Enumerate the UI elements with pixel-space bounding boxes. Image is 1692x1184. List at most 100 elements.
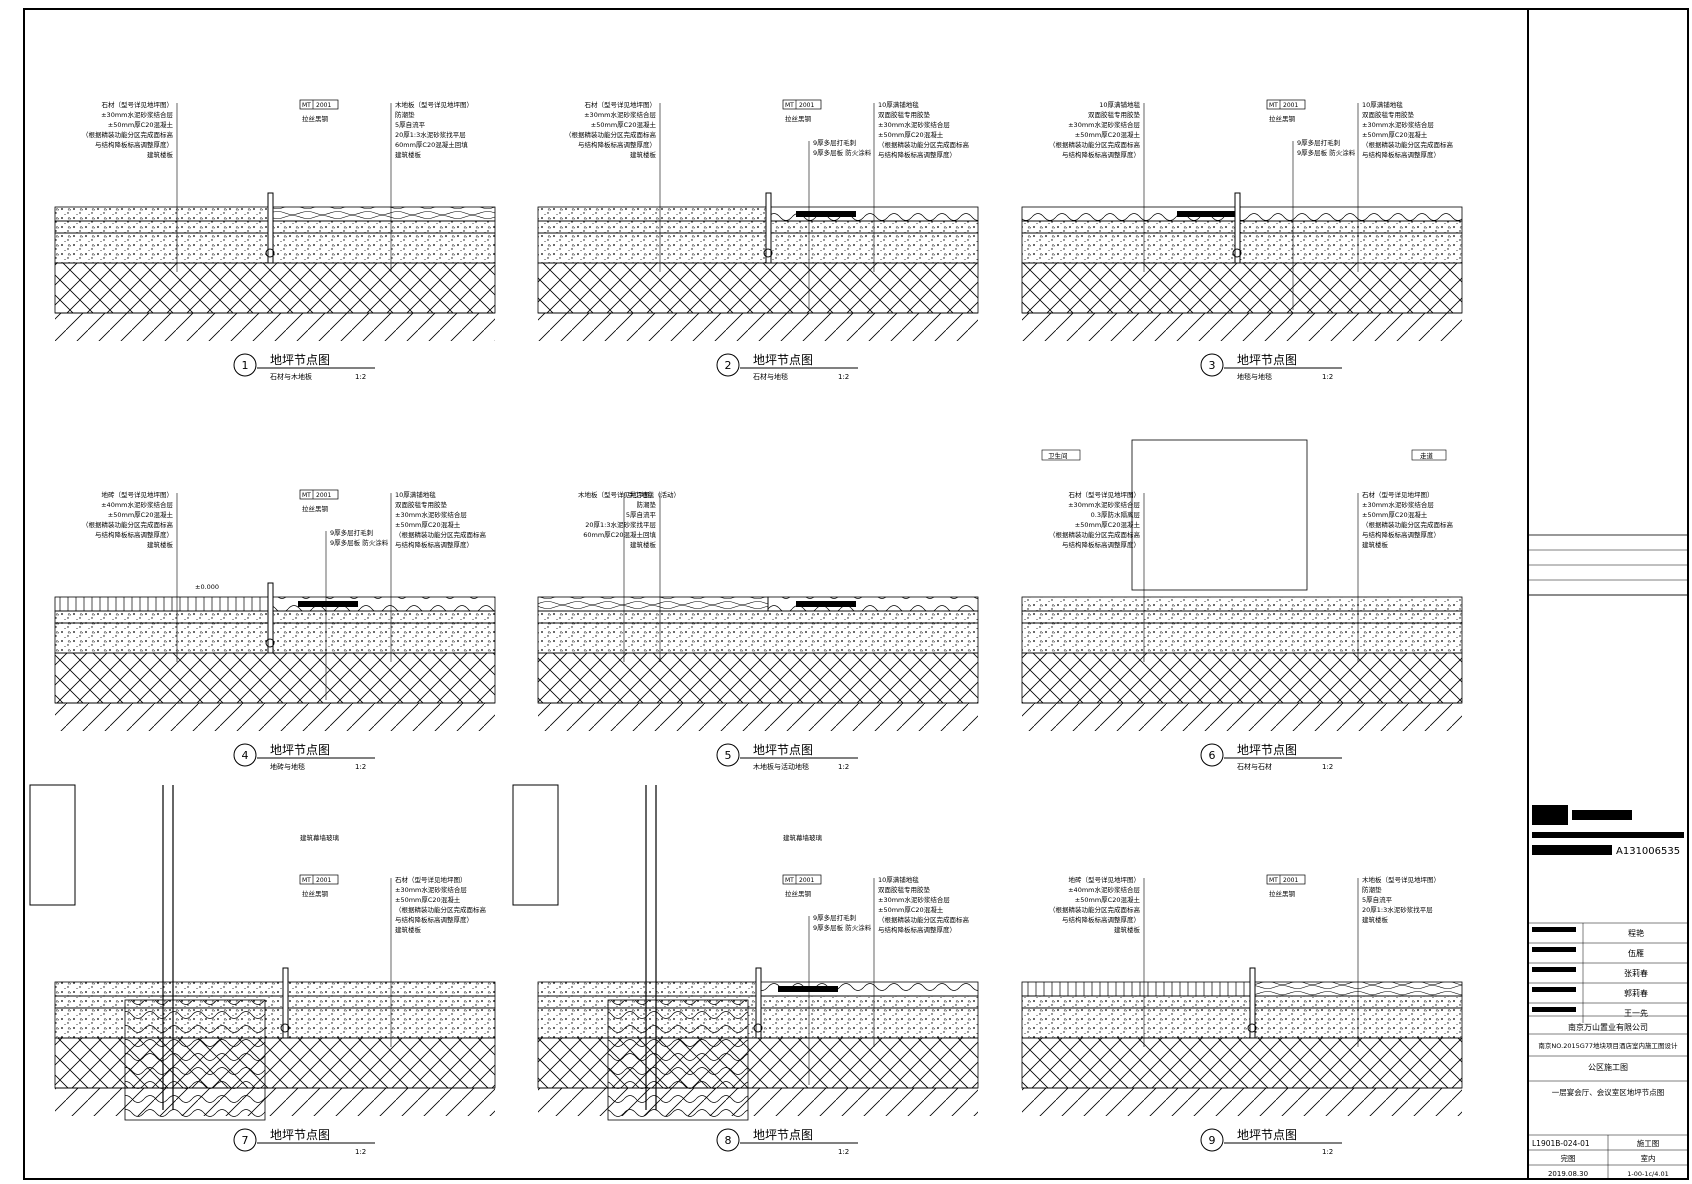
right-label: 60mm厚C20混凝土回填 bbox=[395, 140, 468, 149]
detail-title: 地坪节点图 bbox=[753, 1128, 813, 1142]
company-name-graphic bbox=[1572, 810, 1632, 820]
concrete-layer bbox=[54, 1037, 496, 1089]
mid-label: 9厚多层板 防火涂料 bbox=[813, 923, 872, 932]
area: 公区施工图 bbox=[1588, 1062, 1628, 1072]
steel-profile bbox=[1234, 192, 1241, 264]
detail-scale: 1:2 bbox=[355, 1148, 366, 1156]
level-mark: ±0.000 bbox=[195, 583, 219, 591]
company-address-graphic bbox=[1532, 832, 1684, 838]
right-label: 双面胶毯专用胶垫 bbox=[878, 885, 931, 894]
material-code-prefix: MT bbox=[785, 102, 794, 109]
finish-layer-right bbox=[269, 206, 496, 222]
left-label: ±50mm厚C20混凝土 bbox=[1075, 895, 1141, 904]
reviewer-role-graphic bbox=[1532, 927, 1576, 932]
right-label: 20厚1:3水泥砂浆找平层 bbox=[395, 130, 466, 139]
right-label: （根据精装功能分区完成面标高 bbox=[878, 140, 970, 149]
finish-layer bbox=[1021, 596, 1463, 612]
anchor-bolt bbox=[1247, 1023, 1257, 1033]
left-label: 与结构降板标高调整厚度） bbox=[1062, 915, 1140, 924]
left-label: ±50mm厚C20混凝土 bbox=[108, 510, 174, 519]
finish-layer-right bbox=[1251, 981, 1463, 997]
detail-number: 4 bbox=[242, 749, 249, 762]
right-label: 与结构降板标高调整厚度） bbox=[1362, 530, 1440, 539]
leader: 王一先 bbox=[1624, 1008, 1648, 1018]
finish-layer-left bbox=[54, 206, 271, 222]
left-label: 20厚1:3水泥砂浆找平层 bbox=[585, 520, 656, 529]
right-label: 防潮垫 bbox=[1362, 885, 1382, 894]
right-label: 10厚满铺地毯 bbox=[878, 875, 919, 884]
right-label: 木地板（型号详见地坪图） bbox=[1362, 875, 1440, 884]
detail-number-circle bbox=[716, 1128, 740, 1152]
material-desc: 拉丝黑钢 bbox=[1269, 889, 1296, 898]
material-tag bbox=[299, 874, 339, 885]
right-label: 与结构降板标高调整厚度） bbox=[878, 925, 956, 934]
detail-scale: 1:2 bbox=[1322, 1148, 1333, 1156]
left-label: ±30mm水泥砂浆结合层 bbox=[1068, 120, 1140, 129]
detail-scale: 1:2 bbox=[1322, 373, 1333, 381]
right-label: ±50mm厚C20混凝土 bbox=[878, 905, 944, 914]
right-label: ±50mm厚C20混凝土 bbox=[395, 895, 461, 904]
left-label: 5厚自流平 bbox=[626, 510, 657, 519]
right-label: 建筑楼板 bbox=[395, 925, 422, 934]
detail-number-circle bbox=[233, 1128, 257, 1152]
detail-subtitle: 木地板与活动地毯 bbox=[753, 762, 809, 771]
drafter-role-graphic bbox=[1532, 987, 1576, 992]
anchor-bolt bbox=[753, 1023, 763, 1033]
project: 南京NO.2015G77地块项目酒店室内施工图设计 bbox=[1538, 1041, 1678, 1050]
right-label: 10厚满铺地毯 bbox=[878, 100, 919, 109]
left-label: 0.3厚防水隔离层 bbox=[1091, 510, 1141, 519]
slab-layer bbox=[1022, 1088, 1462, 1116]
detail-subtitle: 地砖与地毯 bbox=[270, 762, 305, 771]
drawing: 一层宴会厅、会议室区地坪节点图 bbox=[1552, 1087, 1665, 1097]
door-opening bbox=[1131, 439, 1308, 591]
detail-number: 5 bbox=[725, 749, 732, 762]
material-code: 2001 bbox=[316, 492, 331, 499]
screed-layer bbox=[537, 220, 979, 234]
material-code: 2001 bbox=[316, 102, 331, 109]
material-tag bbox=[782, 99, 822, 110]
discipline: 室内 bbox=[1641, 1153, 1656, 1163]
right-label: ±30mm水泥砂浆结合层 bbox=[1362, 120, 1434, 129]
screed-layer bbox=[1021, 995, 1463, 1009]
detail-scale: 1:2 bbox=[838, 373, 849, 381]
left-label: （根据精装功能分区完成面标高 bbox=[82, 130, 174, 139]
steel-profile bbox=[282, 967, 289, 1039]
detail-subtitle: 石材与地毯 bbox=[753, 372, 788, 381]
left-label: ±50mm厚C20混凝土 bbox=[108, 120, 174, 129]
detail-subtitle: 石材与木地板 bbox=[270, 372, 312, 381]
mortar-layer bbox=[54, 232, 496, 264]
left-label: 60mm厚C20混凝土回填 bbox=[583, 530, 656, 539]
right-label: （根据精装功能分区完成面标高 bbox=[1362, 140, 1454, 149]
steel-profile bbox=[267, 582, 274, 654]
detail-number: 1 bbox=[242, 359, 249, 372]
left-label: 与结构降板标高调整厚度） bbox=[95, 140, 173, 149]
mid-label: 9厚多层打毛刺 bbox=[813, 913, 856, 922]
left-label: ±40mm水泥砂浆结合层 bbox=[1068, 885, 1140, 894]
mortar-layer bbox=[1021, 622, 1463, 654]
mortar-layer bbox=[54, 622, 496, 654]
left-label: 石材（型号详见地坪图） bbox=[1069, 490, 1141, 499]
detail-scale: 1:2 bbox=[355, 763, 366, 771]
right-label: 双面胶毯专用胶垫 bbox=[878, 110, 931, 119]
insulation bbox=[124, 999, 266, 1121]
mid-label: 9厚多层打毛刺 bbox=[813, 138, 856, 147]
room-left: 卫生间 bbox=[1048, 451, 1068, 460]
detail-title: 地坪节点图 bbox=[753, 353, 813, 367]
steel-profile bbox=[1249, 967, 1256, 1039]
right-label: 手工地毯（活动） bbox=[628, 490, 680, 499]
detail-scale: 1:2 bbox=[1322, 763, 1333, 771]
material-code-prefix: MT bbox=[302, 492, 311, 499]
screed-layer bbox=[1021, 220, 1463, 234]
slab-layer bbox=[1022, 313, 1462, 341]
right-label: 石材（型号详见地坪图） bbox=[395, 875, 467, 884]
client: 南京万山置业有限公司 bbox=[1568, 1022, 1648, 1032]
reviewer: 程艳 bbox=[1628, 928, 1644, 938]
stage: 施工图 bbox=[1637, 1138, 1660, 1148]
finish-layer-left bbox=[54, 596, 271, 612]
left-label: （根据精装功能分区完成面标高 bbox=[565, 130, 657, 139]
left-label: 建筑楼板 bbox=[630, 540, 657, 549]
material-code-prefix: MT bbox=[1269, 102, 1278, 109]
left-label: 防潮垫 bbox=[637, 500, 657, 509]
right-label: ±50mm厚C20混凝土 bbox=[1362, 130, 1428, 139]
